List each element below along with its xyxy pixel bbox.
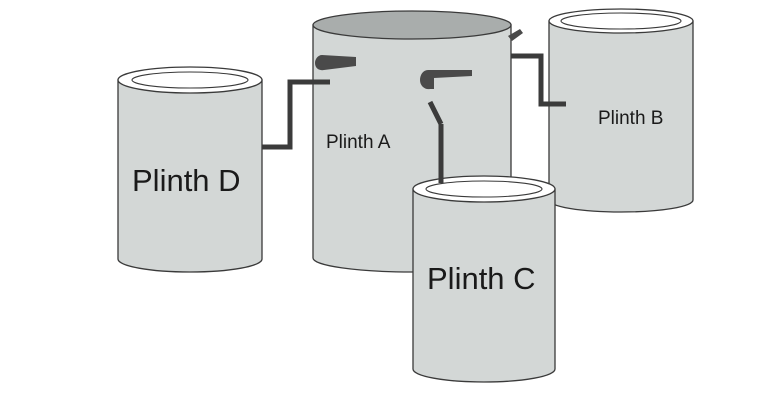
plinth-d: Plinth D <box>117 66 263 273</box>
pipe-a-c-slant <box>427 100 444 126</box>
plinth-b: Plinth B <box>548 8 694 213</box>
plinth-a-label: Plinth A <box>326 132 391 153</box>
plinth-b-label: Plinth B <box>598 108 663 129</box>
pipe-a-d-line <box>262 79 330 150</box>
plinth-d-top-ring <box>131 71 249 89</box>
pipe-a-to-b <box>508 29 566 107</box>
plinth-c: Plinth C <box>412 175 556 383</box>
plinth-c-label: Plinth C <box>427 261 536 296</box>
pipe-a-b-line <box>511 53 566 107</box>
nozzle-a-c-icon <box>420 70 472 90</box>
plinth-c-body <box>412 188 556 383</box>
nozzle-a-b-icon <box>508 29 523 41</box>
plinth-c-top <box>412 175 556 203</box>
plinth-d-body <box>117 79 263 273</box>
plinth-c-top-ring <box>425 180 543 198</box>
nozzle-a-d-icon <box>315 55 356 71</box>
plinth-b-top-ring <box>560 12 682 30</box>
pipe-a-to-c <box>420 70 472 183</box>
pipe-a-to-d <box>262 55 356 150</box>
plinth-d-top <box>117 66 263 94</box>
plinth-d-label: Plinth D <box>132 163 241 198</box>
plinth-a-top <box>312 10 512 40</box>
